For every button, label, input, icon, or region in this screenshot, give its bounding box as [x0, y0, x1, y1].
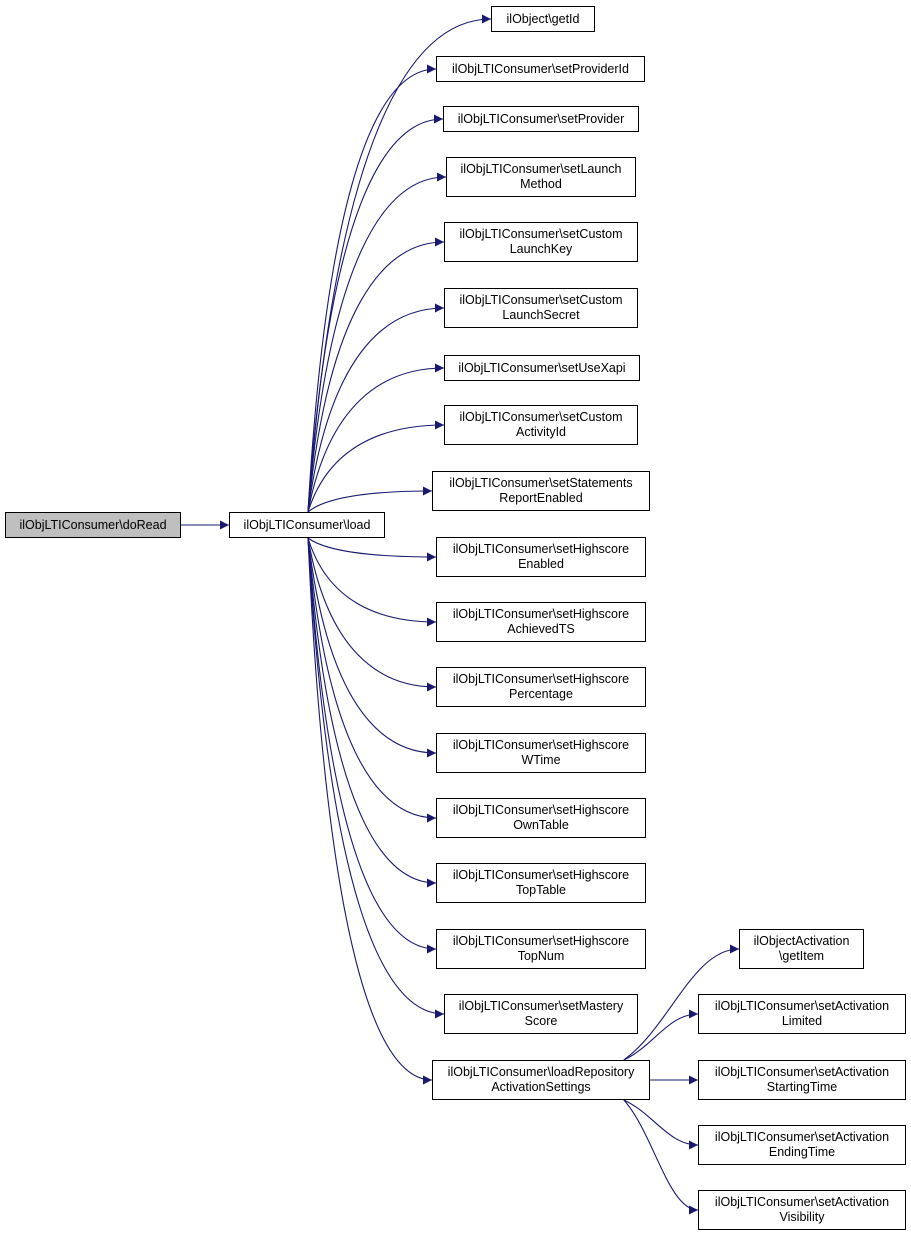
node-label-line: ilObjLTIConsumer\setProvider	[457, 111, 625, 126]
node-label-line: Visibility	[779, 1210, 825, 1224]
node-label-line: StartingTime	[766, 1080, 838, 1094]
node-label-line: ilObjLTIConsumer\setHighscore	[452, 738, 630, 752]
node-label-line: ilObjLTIConsumer\setHighscore	[452, 672, 630, 686]
node-label-line: Score	[524, 1014, 558, 1028]
node-label-line: Percentage	[509, 687, 573, 701]
node-label-line: ilObjLTIConsumer\setCustom	[459, 227, 623, 241]
edge-loadRepositoryActivationSettings-to-getItem	[623, 944, 740, 1061]
node-label-line: ilObjectActivation	[753, 934, 850, 948]
node-label-line: ilObjLTIConsumer\setHighscore	[452, 607, 630, 621]
node-label-line: ilObjLTIConsumer\setHighscore	[452, 803, 630, 817]
node-label-line: ilObjLTIConsumer\load	[243, 517, 371, 532]
node-label-line: Limited	[781, 1014, 823, 1028]
edge-load-to-setHighscorePercentage	[307, 537, 437, 692]
node-label-line: ilObjLTIConsumer\setMastery	[458, 999, 624, 1013]
node-label-line: ilObjLTIConsumer\setUseXapi	[458, 360, 626, 375]
node-label-line: LaunchSecret	[502, 308, 580, 322]
node-label-line: ilObject\getId	[506, 11, 580, 26]
node-label-line: ActivityId	[515, 425, 566, 439]
node-getId[interactable]: ilObject\getId	[491, 6, 595, 32]
node-label-line: ilObjLTIConsumer\setHighscore	[452, 868, 630, 882]
node-label-line: AchievedTS	[507, 622, 575, 636]
node-label-line: Method	[520, 177, 562, 191]
edge-load-to-setStatementsReportEnabled	[307, 486, 433, 513]
node-label-line: ilObjLTIConsumer\setActivation	[714, 1130, 890, 1144]
node-label-line: WTime	[521, 753, 561, 767]
node-label-line: ReportEnabled	[499, 491, 583, 505]
node-label-line: LaunchKey	[509, 242, 573, 256]
edge-load-to-setHighscoreEnabled	[307, 537, 437, 562]
node-getItem[interactable]: ilObjectActivation\getItem	[739, 929, 864, 969]
node-label-line: EndingTime	[768, 1145, 836, 1159]
edge-load-to-setCustomActivityId	[307, 420, 445, 513]
edge-load-to-setHighscoreWTime	[307, 537, 437, 758]
edge-load-to-setHighscoreAchievedTS	[307, 537, 437, 627]
node-label-line: ilObjLTIConsumer\setCustom	[459, 410, 623, 424]
node-label-line: ActivationSettings	[491, 1080, 591, 1094]
node-label-line: TopTable	[515, 883, 567, 897]
node-label-line: Enabled	[518, 557, 564, 571]
edge-load-to-loadRepositoryActivationSettings	[307, 537, 433, 1085]
node-label-line: ilObjLTIConsumer\setCustom	[459, 293, 623, 307]
edge-load-to-setCustomLaunchKey	[307, 237, 445, 513]
edge-load-to-setProviderId	[307, 64, 437, 513]
node-label-line: TopNum	[517, 949, 565, 963]
node-label-line: ilObjLTIConsumer\loadRepository	[447, 1065, 635, 1079]
node-label-line: ilObjLTIConsumer\setActivation	[714, 1065, 890, 1079]
node-doRead[interactable]: ilObjLTIConsumer\doRead	[5, 512, 181, 538]
node-setProviderId[interactable]: ilObjLTIConsumer\setProviderId	[436, 56, 645, 82]
edge-load-to-setMasteryScore	[307, 537, 445, 1019]
node-label-line: ilObjLTIConsumer\setHighscore	[452, 934, 630, 948]
edge-load-to-setHighscoreTopTable	[307, 537, 437, 888]
edge-loadRepositoryActivationSettings-to-setActivationLimited	[623, 1009, 699, 1061]
node-load[interactable]: ilObjLTIConsumer\load	[229, 512, 385, 538]
edge-load-to-setProvider	[307, 114, 444, 513]
edge-load-to-setUseXapi	[307, 363, 445, 513]
node-label-line: ilObjLTIConsumer\setActivation	[714, 999, 890, 1013]
edge-loadRepositoryActivationSettings-to-setActivationVisibility	[623, 1099, 699, 1215]
node-label-line: ilObjLTIConsumer\setActivation	[714, 1195, 890, 1209]
edge-load-to-setCustomLaunchSecret	[307, 303, 445, 513]
node-label-line: ilObjLTIConsumer\setLaunch	[460, 162, 622, 176]
node-label-line: OwnTable	[513, 818, 569, 832]
node-setProvider[interactable]: ilObjLTIConsumer\setProvider	[443, 106, 639, 132]
edge-loadRepositoryActivationSettings-to-setActivationEndingTime	[623, 1099, 699, 1150]
node-label-line: ilObjLTIConsumer\setStatements	[449, 476, 633, 490]
edge-load-to-setHighscoreOwnTable	[307, 537, 437, 823]
node-label-line: \getItem	[778, 949, 825, 963]
node-label-line: ilObjLTIConsumer\doRead	[19, 517, 167, 532]
node-setUseXapi[interactable]: ilObjLTIConsumer\setUseXapi	[444, 355, 640, 381]
node-label-line: ilObjLTIConsumer\setProviderId	[452, 61, 629, 76]
edge-load-to-setLaunchMethod	[307, 172, 447, 513]
node-label-line: ilObjLTIConsumer\setHighscore	[452, 542, 630, 556]
edge-load-to-setHighscoreTopNum	[307, 537, 437, 954]
